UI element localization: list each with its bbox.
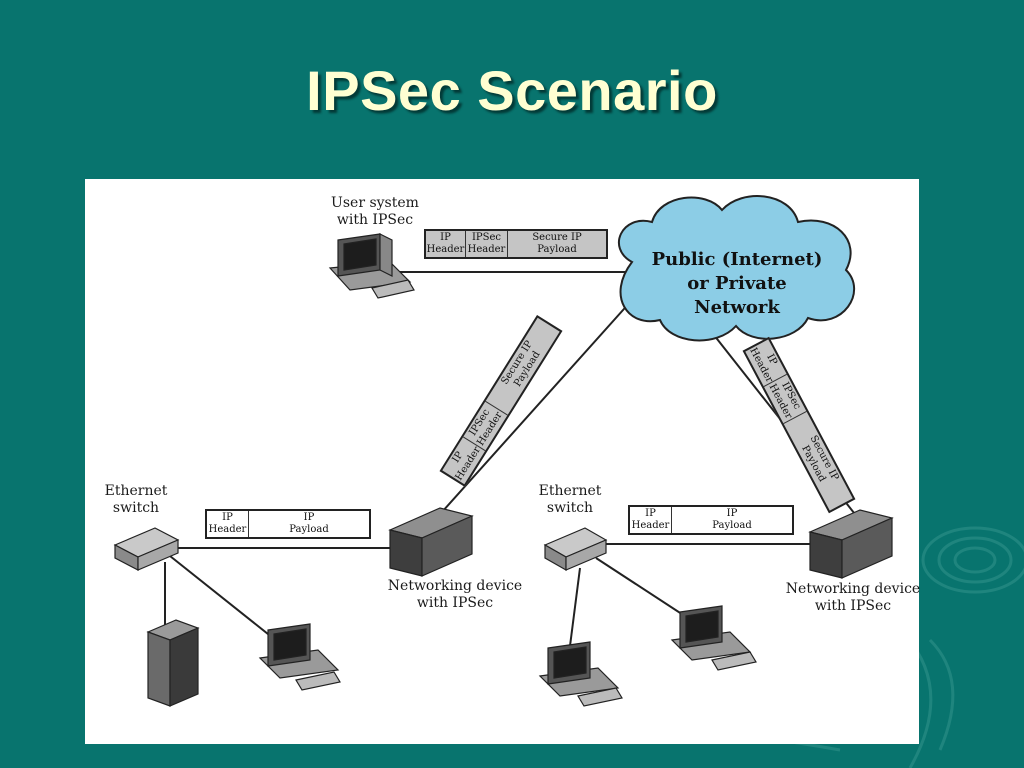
- network-cloud: [618, 195, 856, 342]
- packet-plain-left: IP Header IP Payload: [205, 509, 371, 539]
- packet-plain-right: IP Header IP Payload: [628, 505, 794, 535]
- label-line: Networking device: [387, 578, 523, 594]
- ethernet-switch-left-label: Ethernet switch: [100, 483, 172, 517]
- label-line: with IPSec: [336, 212, 414, 228]
- network-label-line: Public (Internet): [651, 249, 823, 270]
- label-line: with IPSec: [814, 598, 892, 614]
- packet-field-ip-header: IP Header: [630, 507, 672, 533]
- network-label-line: or Private: [687, 273, 787, 294]
- label-line: with IPSec: [416, 595, 494, 611]
- computer-right-b: [670, 605, 757, 671]
- packet-field-ip-header: IP Header: [207, 511, 249, 537]
- label-line: switch: [546, 500, 594, 516]
- packet-field-ip-payload: IP Payload: [712, 508, 752, 531]
- link-network-to-netdev-left: [441, 299, 633, 513]
- networking-device-left: [388, 507, 474, 577]
- user-system-computer: [328, 233, 415, 299]
- label-line: Ethernet: [538, 483, 602, 499]
- networking-device-right: [808, 509, 894, 579]
- packet-secure-top: IP Header IPSec Header Secure IP Payload: [424, 229, 608, 259]
- network-label-line: Network: [694, 297, 780, 318]
- slide-title: IPSec Scenario: [306, 59, 718, 122]
- packet-field-ipsec-header: IPSec Header: [466, 231, 508, 257]
- user-system-label: User system with IPSec: [330, 195, 420, 229]
- ethernet-switch-right-label: Ethernet switch: [534, 483, 606, 517]
- computer-right-a: [538, 641, 623, 707]
- network-cloud-label: Public (Internet) or Private Network: [650, 248, 824, 320]
- server-tower: [146, 619, 200, 707]
- networking-device-left-label: Networking device with IPSec: [385, 578, 525, 612]
- networking-device-right-label: Networking device with IPSec: [784, 581, 922, 615]
- label-line: Ethernet: [104, 483, 168, 499]
- packet-field-ip-header: IP Header: [426, 231, 466, 257]
- ethernet-switch-right: [543, 527, 608, 572]
- computer-left: [258, 623, 341, 691]
- link-switch-left-to-pc: [169, 555, 279, 643]
- link-switch-right-to-pc-a: [569, 567, 581, 647]
- packet-field-secure-payload: Secure IP Payload: [532, 232, 582, 255]
- label-line: User system: [331, 195, 419, 211]
- ethernet-switch-left: [113, 527, 180, 571]
- label-line: switch: [112, 500, 160, 516]
- label-line: Networking device: [785, 581, 921, 597]
- link-switch-right-to-pc-b: [595, 557, 695, 623]
- packet-field-ip-payload: IP Payload: [289, 512, 329, 535]
